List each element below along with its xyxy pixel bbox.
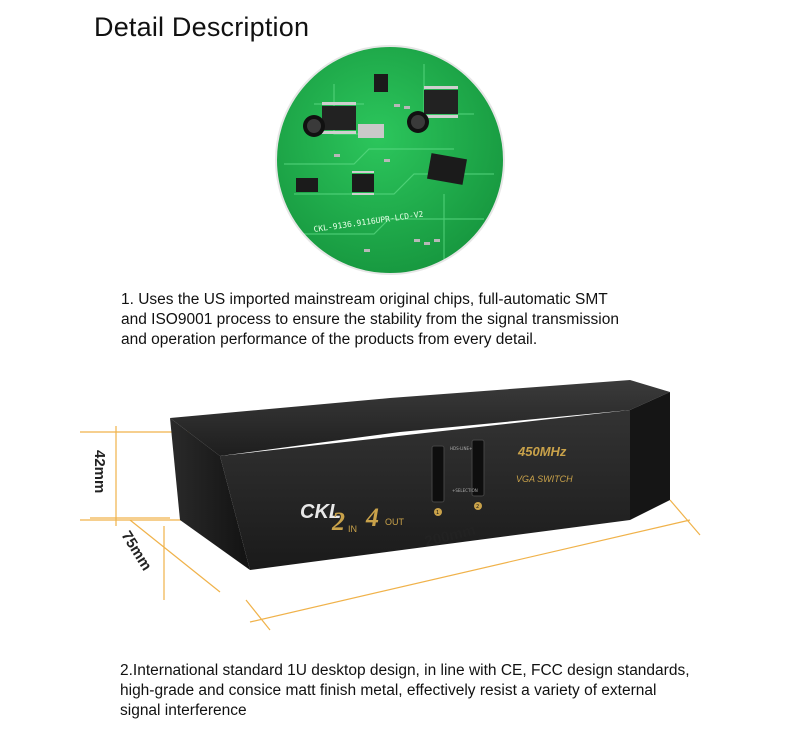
model-label: VGA SWITCH [516,474,573,484]
io-out-count: 4 [365,503,379,532]
feature-paragraph-1: 1. Uses the US imported mainstream origi… [121,291,619,348]
button-top-label: HDS-LINE+ [450,446,472,451]
io-in-count: 2 [331,507,345,536]
height-dimension-label: 42mm [91,450,108,494]
port-select-button-2[interactable] [471,439,485,497]
feature-paragraph-2: 2.International standard 1U desktop desi… [120,662,690,719]
port-2-number: 2 [476,504,479,510]
button-bottom-label: +SELECTION [452,488,478,493]
brand-logo: CKL [300,501,341,523]
port-select-button-1[interactable] [431,445,445,503]
kvm-switch-product-image: CKL 2 IN 4 OUT 450MHz VGA SWITCH HDS-LIN… [70,360,770,650]
io-in-label: IN [348,524,357,534]
io-out-label: OUT [385,517,405,527]
frequency-label: 450MHz [517,444,567,459]
pcb-closeup-image: CKL-9136.9116UPR-LCD-V2 [274,44,506,276]
page-title: Detail Description [94,12,310,42]
port-1-number: 1 [436,510,439,516]
